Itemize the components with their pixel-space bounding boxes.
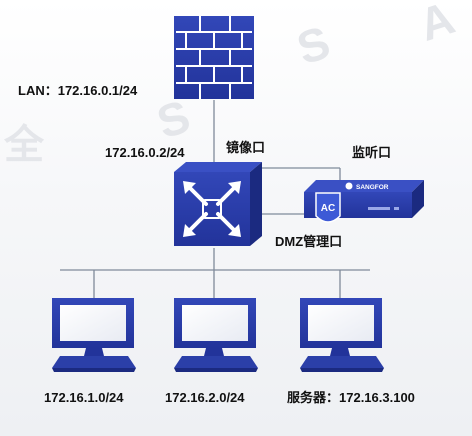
switch-icon — [174, 162, 262, 246]
ac-shield-icon — [315, 192, 341, 223]
server-label: 服务器：172.16.3.100 — [287, 390, 415, 405]
pc-icon-1 — [52, 298, 136, 372]
subnet-2-label: 172.16.2.0/24 — [165, 390, 245, 405]
dmz-port-label: DMZ管理口 — [275, 234, 343, 249]
connection-lines — [60, 100, 370, 298]
brand-text: SANGFOR — [356, 184, 389, 191]
subnet-1-label: 172.16.1.0/24 — [44, 390, 124, 405]
mirror-port-label: 镜像口 — [226, 140, 266, 155]
listen-port-label: 监听口 — [352, 145, 392, 160]
ac-badge-text: AC — [321, 203, 335, 214]
ac-device-icon: SANGFOR AC — [304, 180, 424, 223]
firewall-icon — [174, 16, 254, 99]
lan-label: LAN：172.16.0.1/24 — [18, 83, 138, 98]
switch-ip-label: 172.16.0.2/24 — [105, 145, 185, 160]
pc-icon-2 — [174, 298, 258, 372]
pc-icon-3 — [300, 298, 384, 372]
